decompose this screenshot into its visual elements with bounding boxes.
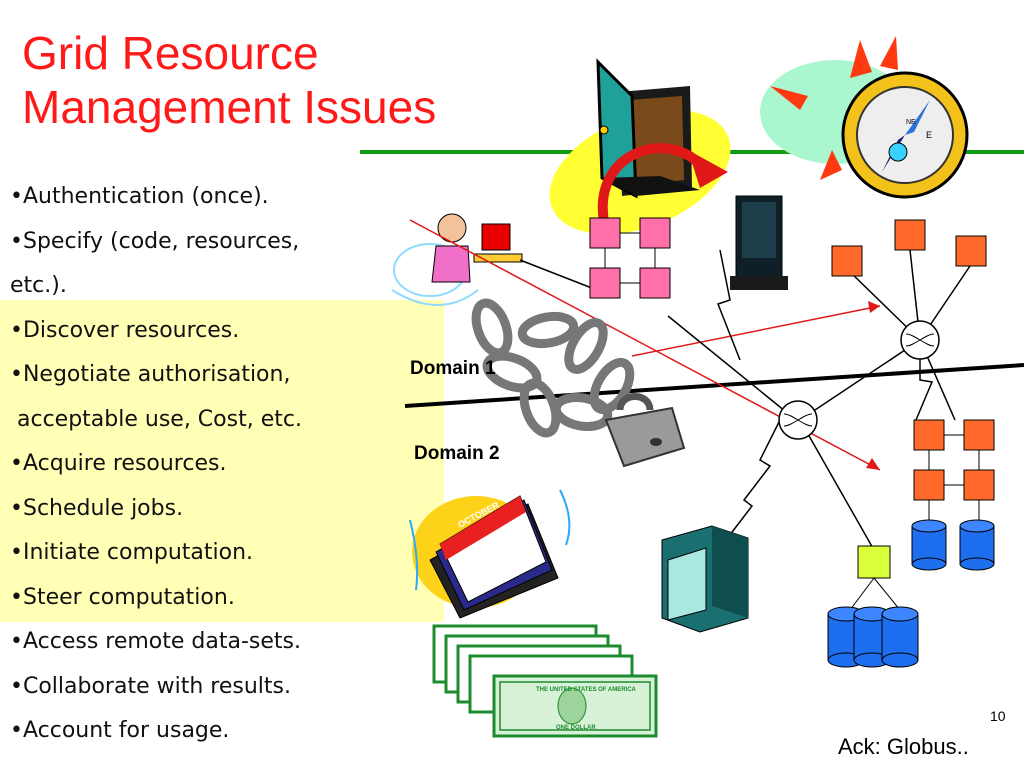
orange-node-cluster-top xyxy=(831,219,987,277)
bullet-item: •Account for usage. xyxy=(10,718,230,743)
person-at-computer-icon xyxy=(391,213,523,306)
banknote-header: THE UNITED STATES OF AMERICA xyxy=(536,687,637,693)
storage-array-icon xyxy=(827,606,919,668)
bullet-item: •Authentication (once). xyxy=(10,184,269,209)
calendar-icon: OCTOBER xyxy=(409,489,571,619)
domain-1-label: Domain 1 xyxy=(410,358,496,379)
bullet-item: •Access remote data-sets. xyxy=(10,629,301,654)
bullet-item: •Acquire resources. xyxy=(10,451,227,476)
domain-boundary xyxy=(404,363,1024,408)
orange-node-cluster-bottom xyxy=(913,419,995,522)
bullet-item: •Negotiate authorisation, xyxy=(10,362,291,387)
bullet-list: •Authentication (once). •Specify (code, … xyxy=(10,175,302,754)
domain-2-label: Domain 2 xyxy=(414,443,500,464)
banknote-footer: ONE DOLLAR xyxy=(556,725,596,731)
compass-icon: NE E xyxy=(770,36,969,199)
pink-node-cluster xyxy=(589,217,671,299)
bullet-item: •Steer computation. xyxy=(10,584,235,610)
page-number: 10 xyxy=(990,708,1006,724)
mainframe-icon xyxy=(661,525,749,633)
compass-e-label: E xyxy=(926,130,932,140)
padlock-icon xyxy=(604,393,686,468)
network-links xyxy=(667,249,971,551)
title-line-2: Management Issues xyxy=(22,81,437,133)
bullet-item: acceptable use, Cost, etc. xyxy=(10,406,302,432)
bullet-item: etc.). xyxy=(10,273,67,298)
compass-ne-label: NE xyxy=(906,119,916,126)
bullet-item: •Discover resources. xyxy=(10,317,240,343)
highlight-box xyxy=(0,300,444,622)
lime-node xyxy=(857,545,891,579)
money-stack-icon: THE UNITED STATES OF AMERICA ONE DOLLAR xyxy=(432,624,658,738)
server-tower-icon xyxy=(730,195,788,290)
red-arrow-line xyxy=(631,305,881,357)
router-icon xyxy=(900,320,940,360)
curved-arrow-head xyxy=(688,150,728,188)
storage-icon xyxy=(911,519,947,571)
storage-icon xyxy=(959,519,995,571)
bullet-item: •Schedule jobs. xyxy=(10,495,184,521)
acknowledgement: Ack: Globus.. xyxy=(838,734,969,759)
bullet-item: •Initiate computation. xyxy=(10,540,254,565)
slide-title: Grid Resource Management Issues xyxy=(22,26,436,134)
chain-lock-icon xyxy=(471,298,635,438)
title-line-1: Grid Resource xyxy=(22,27,319,79)
curved-arrow xyxy=(597,143,704,223)
bullet-item: •Specify (code, resources, xyxy=(10,228,300,254)
bullet-item: •Collaborate with results. xyxy=(10,673,291,699)
router-icon xyxy=(778,400,818,440)
